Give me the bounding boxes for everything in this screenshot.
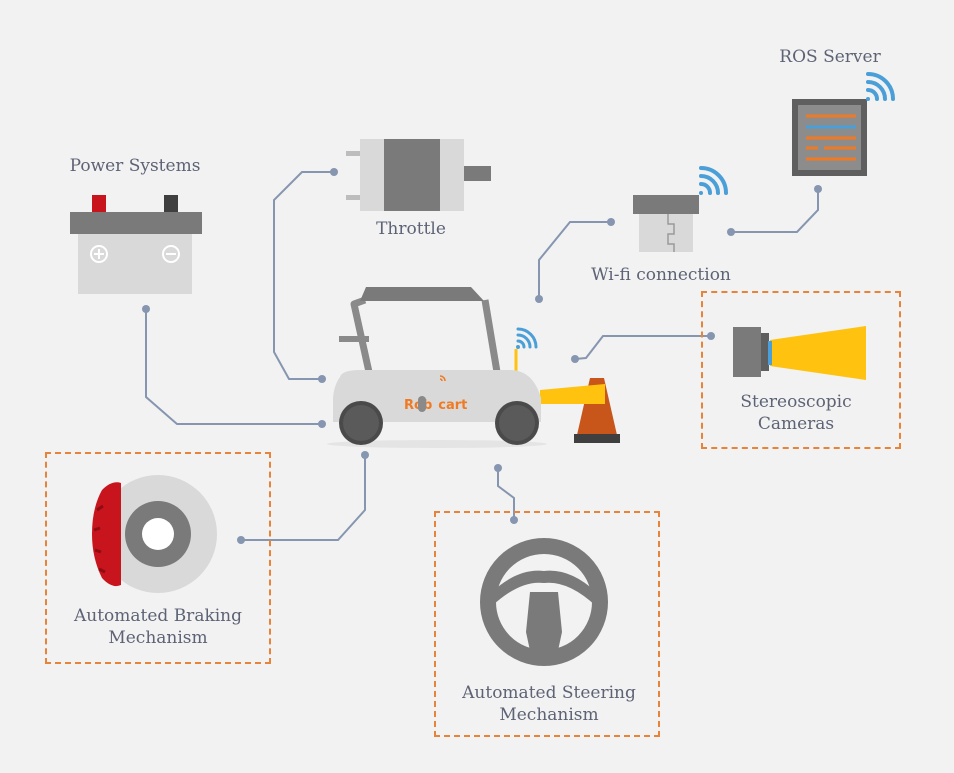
- cameras-label-line1: Stereoscopic: [740, 392, 852, 412]
- robocart-vehicle-icon: Robcart: [327, 287, 605, 448]
- connector-wifi-cart: [538, 221, 611, 299]
- stereo-camera-icon: [733, 326, 866, 380]
- connector-dot: [237, 536, 245, 544]
- cameras-dashed-box: [701, 291, 901, 449]
- cart-logo-part2: cart: [438, 398, 467, 413]
- connector-dot: [142, 305, 150, 313]
- connector-brake-cart: [241, 455, 366, 541]
- connector-dot: [571, 355, 579, 363]
- wifi-signal-icon: [516, 327, 538, 349]
- connector-ros-wifi: [731, 189, 819, 233]
- cameras-label-line2: Cameras: [757, 414, 835, 434]
- connector-dot: [361, 451, 369, 459]
- braking-label-line2: Mechanism: [108, 628, 208, 648]
- connector-lines: [145, 171, 819, 541]
- battery-icon: [70, 195, 202, 294]
- connector-dot: [318, 420, 326, 428]
- wifi-signal-icon: [699, 166, 728, 195]
- braking-dashed-box: [45, 452, 271, 664]
- connector-dot: [330, 168, 338, 176]
- connector-dot: [494, 464, 502, 472]
- brake-disc-icon: [92, 475, 217, 593]
- connector-dot: [318, 375, 326, 383]
- ros-server-label: ROS Server: [779, 47, 881, 67]
- wifi-module-icon: [633, 195, 699, 252]
- connector-battery-cart: [145, 309, 322, 425]
- power-systems-label: Power Systems: [69, 156, 201, 176]
- connector-dots: [142, 168, 822, 544]
- wifi-signal-icon: [866, 72, 895, 101]
- throttle-motor-icon: [346, 139, 491, 211]
- steering-label: Automated Steering Mechanism: [444, 682, 654, 726]
- cameras-label: Stereoscopic Cameras: [706, 391, 886, 435]
- connector-camera-cart: [574, 335, 711, 360]
- braking-label-line1: Automated Braking: [73, 606, 243, 626]
- connector-dot: [814, 185, 822, 193]
- steering-label-line1: Automated Steering: [462, 683, 636, 703]
- connector-throttle-cart: [273, 171, 334, 380]
- wifi-connection-label: Wi-fi connection: [591, 265, 731, 285]
- steering-dashed-box: [434, 511, 660, 737]
- connector-dot: [510, 516, 518, 524]
- ros-server-icon: [792, 99, 867, 176]
- throttle-label: Throttle: [376, 219, 446, 239]
- steering-wheel-icon: [480, 538, 608, 666]
- connector-dot: [707, 332, 715, 340]
- connector-dot: [607, 218, 615, 226]
- connector-steering-cart: [497, 468, 515, 520]
- connector-dot: [727, 228, 735, 236]
- connector-dot: [535, 295, 543, 303]
- braking-label: Automated Braking Mechanism: [58, 605, 258, 649]
- steering-label-line2: Mechanism: [499, 705, 599, 725]
